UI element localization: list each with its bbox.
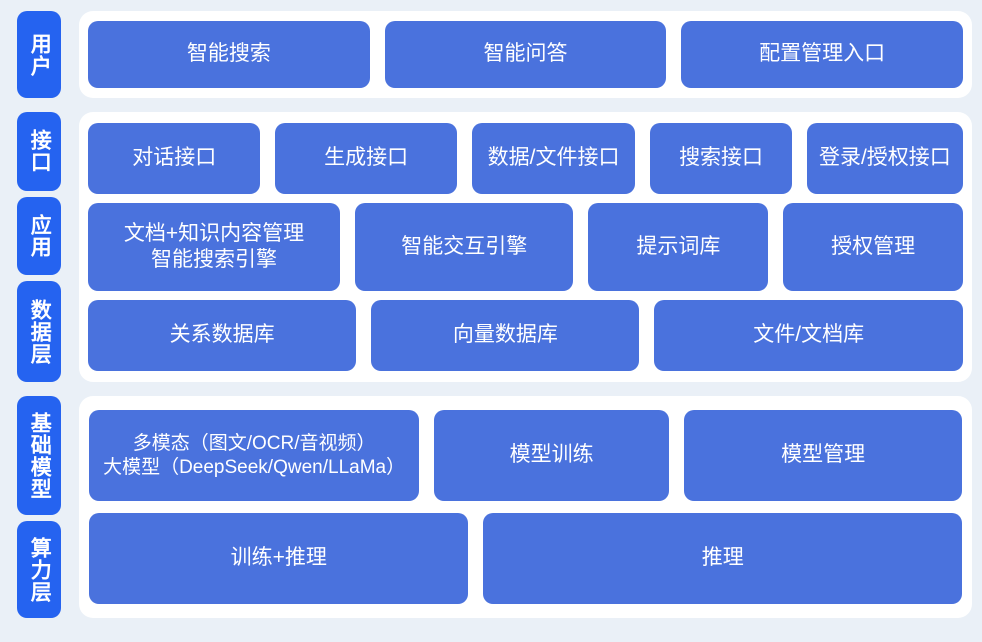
- tab-column-bottom: 基础模型 算力层: [17, 396, 61, 618]
- layer-tab-user[interactable]: 用户: [17, 11, 61, 98]
- row-user: 智能搜索 智能问答 配置管理入口: [88, 21, 964, 88]
- row-compute: 训练+推理 推理: [89, 513, 962, 604]
- row-interface: 对话接口 生成接口 数据/文件接口 搜索接口 登录/授权接口: [88, 123, 963, 194]
- node-dialog-api[interactable]: 对话接口: [88, 123, 261, 194]
- node-data-file-api[interactable]: 数据/文件接口: [471, 123, 636, 194]
- node-prompt-library[interactable]: 提示词库: [588, 203, 769, 291]
- node-config-management-entry[interactable]: 配置管理入口: [681, 21, 964, 88]
- node-inference[interactable]: 推理: [483, 513, 962, 604]
- node-search-api[interactable]: 搜索接口: [650, 123, 792, 194]
- node-intelligent-interaction-engine[interactable]: 智能交互引擎: [354, 203, 574, 291]
- tab-column-middle: 接口 应用 数据层: [17, 112, 61, 383]
- layer-tab-interface[interactable]: 接口: [17, 112, 61, 191]
- node-training-and-inference[interactable]: 训练+推理: [89, 513, 469, 604]
- panel-user: 智能搜索 智能问答 配置管理入口: [79, 11, 972, 98]
- node-file-document-store[interactable]: 文件/文档库: [654, 300, 963, 371]
- layer-tab-application[interactable]: 应用: [17, 196, 61, 276]
- node-relational-database[interactable]: 关系数据库: [88, 300, 357, 371]
- band-bottom: 基础模型 算力层 多模态（图文/OCR/音视频） 大模型（DeepSeek/Qw…: [17, 396, 972, 618]
- node-login-auth-api[interactable]: 登录/授权接口: [806, 123, 963, 194]
- row-data: 关系数据库 向量数据库 文件/文档库: [88, 300, 963, 371]
- node-intelligent-search[interactable]: 智能搜索: [88, 21, 370, 88]
- node-multimodal-large-model[interactable]: 多模态（图文/OCR/音视频） 大模型（DeepSeek/Qwen/LLaMa）: [89, 410, 420, 501]
- node-intelligent-qa[interactable]: 智能问答: [384, 21, 667, 88]
- tab-column-user: 用户: [17, 11, 61, 98]
- node-document-knowledge-management[interactable]: 文档+知识内容管理 智能搜索引擎: [88, 203, 340, 291]
- node-generation-api[interactable]: 生成接口: [275, 123, 457, 194]
- band-user: 用户 智能搜索 智能问答 配置管理入口: [17, 11, 972, 98]
- row-foundation-model: 多模态（图文/OCR/音视频） 大模型（DeepSeek/Qwen/LLaMa）…: [89, 410, 962, 501]
- layer-tab-compute[interactable]: 算力层: [17, 521, 61, 618]
- node-authorization-management[interactable]: 授权管理: [783, 203, 963, 291]
- layer-tab-foundation-model[interactable]: 基础模型: [17, 396, 61, 515]
- node-model-training[interactable]: 模型训练: [434, 410, 670, 501]
- layer-tab-data[interactable]: 数据层: [17, 281, 61, 383]
- panel-middle: 对话接口 生成接口 数据/文件接口 搜索接口 登录/授权接口 文档+知识内容管理…: [79, 112, 972, 382]
- node-vector-database[interactable]: 向量数据库: [371, 300, 640, 371]
- panel-bottom: 多模态（图文/OCR/音视频） 大模型（DeepSeek/Qwen/LLaMa）…: [79, 396, 972, 618]
- node-model-management[interactable]: 模型管理: [684, 410, 962, 501]
- band-middle: 接口 应用 数据层 对话接口 生成接口 数据/文件接口 搜索接口 登录/授权接口…: [17, 112, 972, 383]
- row-application: 文档+知识内容管理 智能搜索引擎 智能交互引擎 提示词库 授权管理: [88, 203, 963, 291]
